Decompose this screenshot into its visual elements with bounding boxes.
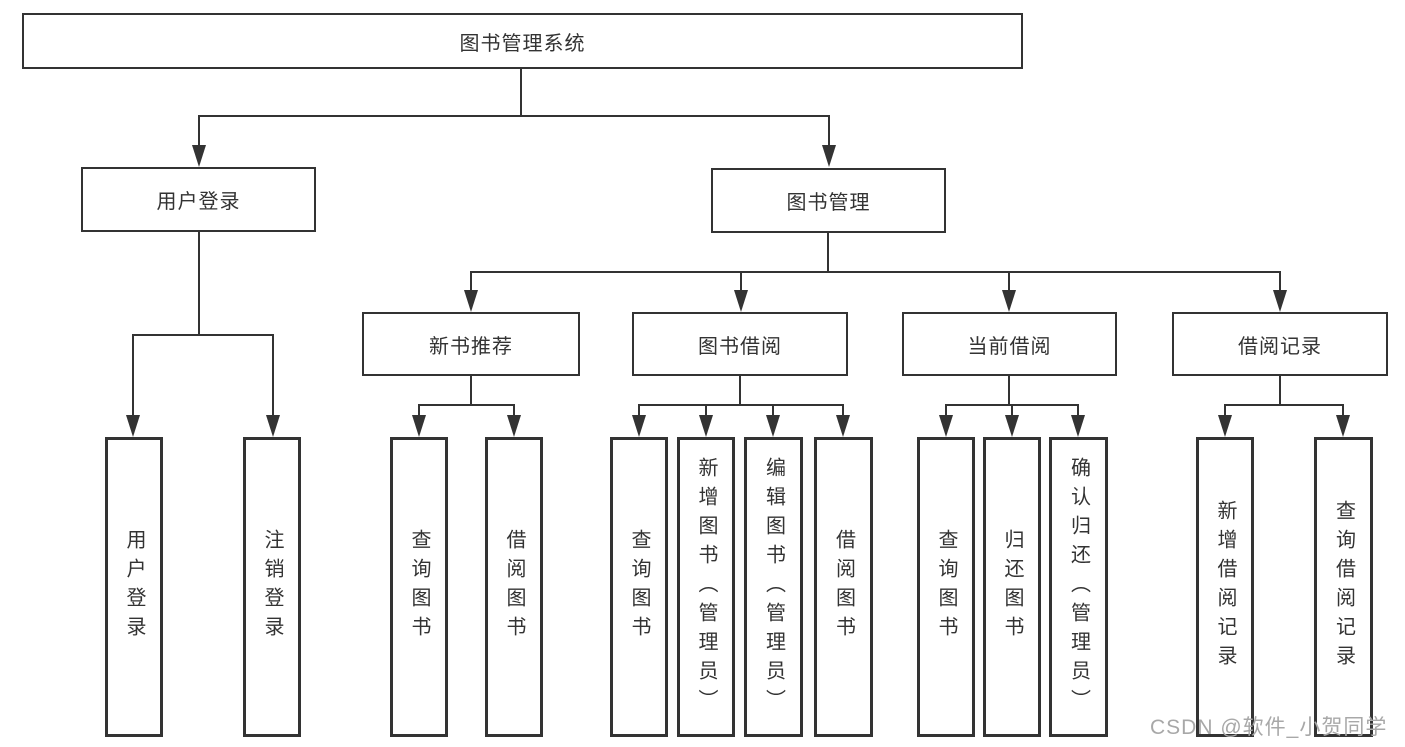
connector-line [520,69,522,116]
connector-line [198,232,200,336]
node-label: 查询图书 [935,529,957,645]
node-label: 借阅记录 [1238,335,1322,358]
node-user-login: 用户登录 [81,167,316,232]
arrow-down-icon [632,415,646,437]
connector-line [740,271,742,292]
connector-line [1008,376,1010,406]
connector-line [1279,376,1281,406]
leaf-query-books-current: 查询图书 [917,437,975,737]
arrow-down-icon [464,290,478,312]
connector-line [705,404,707,417]
node-label: 借阅图书 [503,529,525,645]
connector-line [1342,404,1344,417]
node-label: 编辑图书（管理员） [762,456,785,718]
arrow-down-icon [1273,290,1287,312]
node-label: 查询图书 [628,529,650,645]
connector-line [638,404,640,417]
connector-line [470,376,472,406]
arrow-down-icon [822,145,836,167]
leaf-add-borrow-record: 新增借阅记录 [1196,437,1254,737]
connector-line [470,271,472,292]
arrow-down-icon [734,290,748,312]
arrow-down-icon [1218,415,1232,437]
arrow-down-icon [126,415,140,437]
node-book-borrowing: 图书借阅 [632,312,848,376]
node-label: 图书借阅 [698,335,782,358]
node-label: 用户登录 [123,529,145,645]
leaf-query-books-borrowing: 查询图书 [610,437,668,737]
connector-line [638,404,844,406]
connector-line [272,334,274,417]
leaf-query-borrow-record: 查询借阅记录 [1314,437,1373,737]
node-label: 新增图书（管理员） [695,456,717,718]
connector-line [828,115,830,147]
arrow-down-icon [192,145,206,167]
connector-line [1224,404,1226,417]
connector-line [132,334,274,336]
arrow-down-icon [939,415,953,437]
node-label: 图书管理系统 [459,32,586,55]
node-current-borrowing: 当前借阅 [902,312,1117,376]
watermark: CSDN @软件_小贺同学 [1150,716,1388,739]
node-label: 归还图书 [1001,529,1023,645]
connector-line [739,376,741,406]
connector-line [198,115,830,117]
arrow-down-icon [836,415,850,437]
leaf-confirm-return-admin: 确认归还（管理员） [1049,437,1108,737]
node-borrowing-records: 借阅记录 [1172,312,1388,376]
leaf-edit-books-admin: 编辑图书（管理员） [744,437,803,737]
connector-line [772,404,774,417]
leaf-query-books-recommend: 查询图书 [390,437,448,737]
leaf-logout: 注销登录 [243,437,301,737]
connector-line [827,233,829,273]
node-new-book-recommendation: 新书推荐 [362,312,580,376]
leaf-borrow-books-borrowing: 借阅图书 [814,437,873,737]
connector-line [945,404,947,417]
leaf-borrow-books-recommend: 借阅图书 [485,437,543,737]
arrow-down-icon [766,415,780,437]
connector-line [1077,404,1079,417]
node-label: 注销登录 [261,529,283,645]
arrow-down-icon [412,415,426,437]
node-label: 查询借阅记录 [1332,500,1355,674]
node-label: 图书管理 [786,192,871,214]
node-label: 用户登录 [156,191,241,213]
node-label: 当前借阅 [967,335,1052,358]
node-label: 新书推荐 [429,335,513,358]
arrow-down-icon [1071,415,1085,437]
node-label: 查询图书 [408,529,430,645]
node-book-management: 图书管理 [711,168,946,233]
connector-line [418,404,515,406]
arrow-down-icon [1336,415,1350,437]
connector-line [418,404,420,417]
node-label: 新增借阅记录 [1214,500,1236,674]
node-library-management-system: 图书管理系统 [22,13,1023,69]
arrow-down-icon [1002,290,1016,312]
connector-line [1224,404,1344,406]
node-label: 借阅图书 [832,529,855,645]
connector-line [513,404,515,417]
leaf-user-login: 用户登录 [105,437,163,737]
connector-line [132,334,134,417]
arrow-down-icon [699,415,713,437]
connector-line [470,271,1281,273]
connector-line [842,404,844,417]
connector-line [1011,404,1013,417]
connector-line [198,115,200,147]
node-label: 确认归还（管理员） [1067,456,1090,718]
connector-line [1279,271,1281,292]
leaf-add-books-admin: 新增图书（管理员） [677,437,735,737]
arrow-down-icon [266,415,280,437]
arrow-down-icon [1005,415,1019,437]
arrow-down-icon [507,415,521,437]
connector-line [1008,271,1010,292]
leaf-return-books: 归还图书 [983,437,1041,737]
